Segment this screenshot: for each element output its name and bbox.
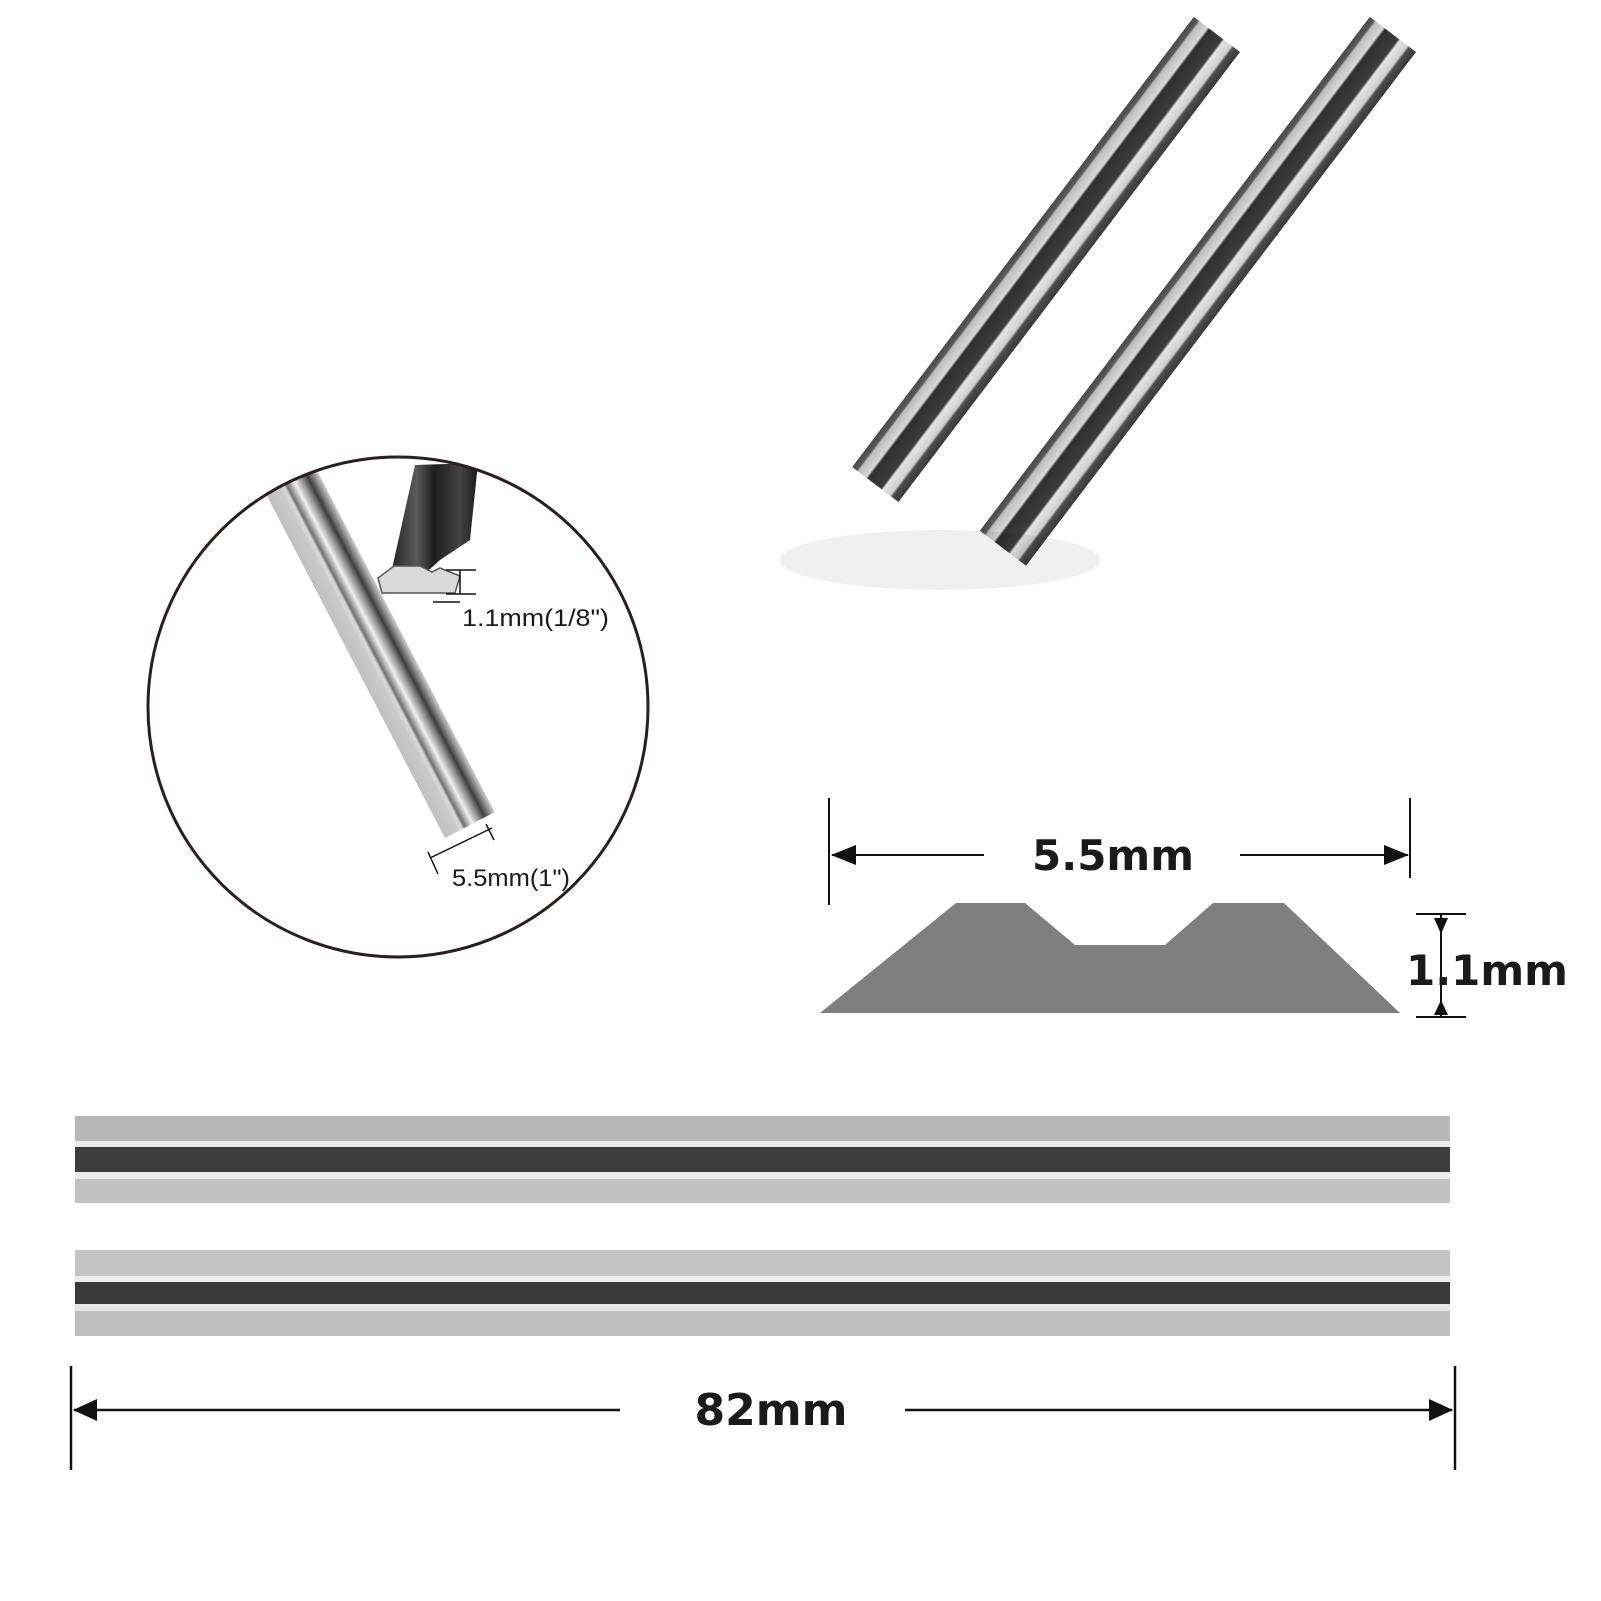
triangle-arrow-icon bbox=[1429, 1399, 1453, 1421]
profile-thickness-label: 1.1mm bbox=[1406, 946, 1568, 995]
zoom-thickness-dimension bbox=[433, 569, 476, 603]
horizontal-blade-bottom bbox=[75, 1250, 1450, 1336]
blade-profile: 5.5mm 1.1mm bbox=[820, 798, 1568, 1018]
profile-thickness-dimension bbox=[1416, 913, 1466, 1018]
zoom-blade bbox=[265, 466, 495, 838]
zoom-blade-tip bbox=[377, 463, 478, 594]
triangle-arrow-icon bbox=[1434, 1000, 1448, 1015]
horizontal-blade-top bbox=[75, 1116, 1450, 1203]
triangle-arrow-icon bbox=[73, 1399, 97, 1421]
triangle-arrow-icon bbox=[831, 845, 856, 865]
profile-width-label: 5.5mm bbox=[1032, 831, 1194, 880]
angled-blade-right bbox=[979, 16, 1416, 566]
angled-blade-left bbox=[852, 16, 1240, 503]
length-label: 82mm bbox=[695, 1385, 848, 1436]
triangle-arrow-icon bbox=[1434, 918, 1448, 934]
zoom-circle: 1.1mm(1/8") 5.5mm(1") bbox=[146, 455, 650, 959]
profile-width-dimension bbox=[828, 798, 1411, 905]
zoom-width-dimension bbox=[427, 823, 495, 875]
profile-shape bbox=[820, 903, 1400, 1013]
length-dimension bbox=[69, 1366, 1457, 1470]
zoom-width-label: 5.5mm(1") bbox=[452, 865, 570, 892]
blade-shadow bbox=[780, 530, 1100, 590]
triangle-arrow-icon bbox=[1384, 845, 1409, 865]
zoom-thickness-label: 1.1mm(1/8") bbox=[462, 605, 609, 632]
